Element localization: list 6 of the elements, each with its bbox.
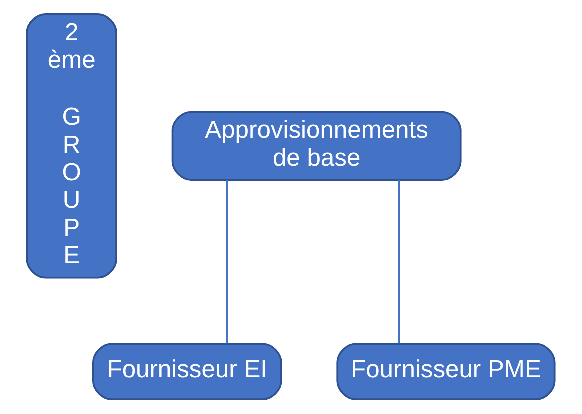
node-box: 2 ème G R O U P E <box>26 14 118 279</box>
node-box: Approvisionnements de base <box>172 111 462 181</box>
node-box: Fournisseur PME <box>336 343 556 400</box>
connector <box>398 180 400 344</box>
connector <box>226 180 228 344</box>
node-box: Fournisseur EI <box>92 343 282 400</box>
